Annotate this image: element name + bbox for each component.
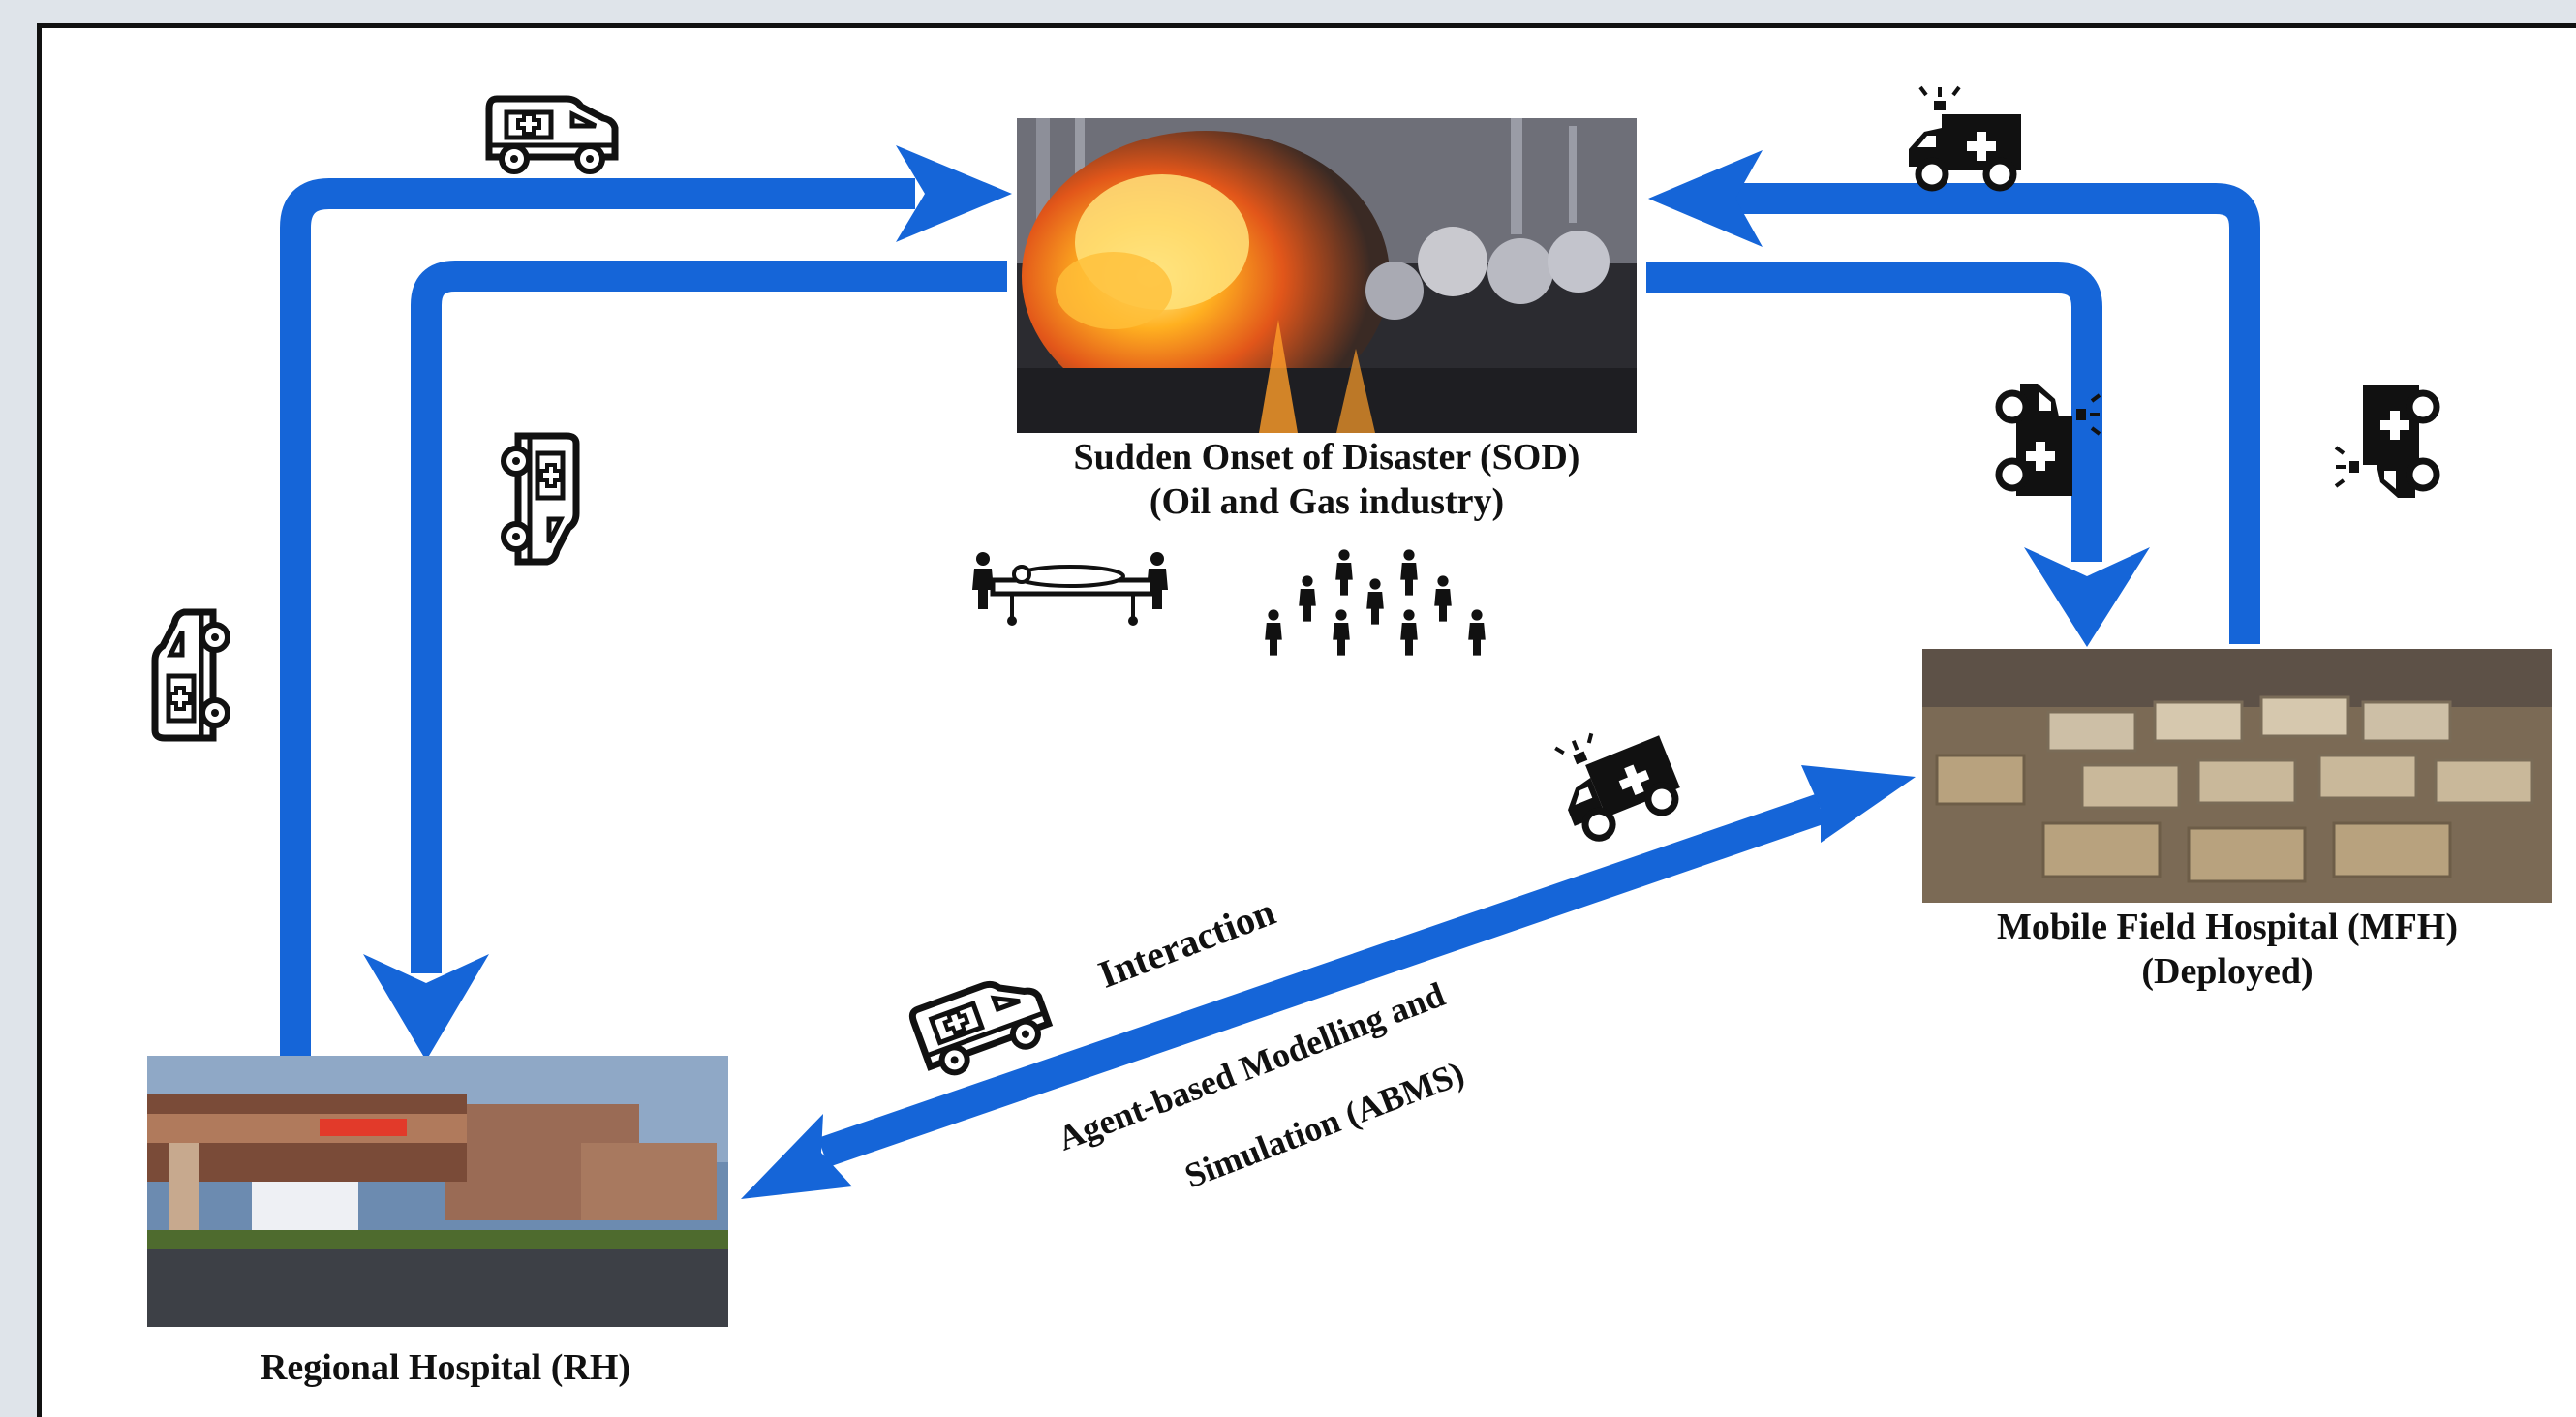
mfh-label: Mobile Field Hospital (MFH) (Deployed) <box>1888 906 2566 994</box>
stretcher-bearers-icon <box>972 552 1168 626</box>
arrow-sod-to-rh <box>411 261 1007 973</box>
regional-hospital-photo <box>147 1056 728 1327</box>
ambulance-icon <box>910 970 1054 1081</box>
ambulance-icon <box>155 612 228 738</box>
arrowhead-rh-diag <box>741 1114 852 1199</box>
arrowhead-mfh-down <box>2024 547 2150 647</box>
field-hospital-camp-photo <box>1922 649 2552 903</box>
mfh-title: Mobile Field Hospital (MFH) <box>1996 907 2458 947</box>
rh-label: Regional Hospital (RH) <box>136 1346 755 1391</box>
flow-arrows <box>280 178 2260 1168</box>
arrow-heads <box>363 145 2150 1199</box>
arrowhead-sod-right <box>1648 150 1763 247</box>
emergency-ambulance-icon <box>1545 710 1687 846</box>
ambulance-icon <box>489 99 615 171</box>
arrowhead-mfh-diag <box>1801 765 1916 843</box>
rh-title: Regional Hospital (RH) <box>260 1347 631 1388</box>
emergency-ambulance-icon <box>1909 87 2021 188</box>
arrowhead-sod-left <box>896 145 1012 242</box>
arrow-sod-to-mfh <box>1646 262 2102 562</box>
oil-gas-fire-photo <box>1017 118 1637 433</box>
emergency-ambulance-icon <box>2336 385 2437 498</box>
arrow-mfh-to-sod <box>1733 183 2260 644</box>
sod-label: Sudden Onset of Disaster (SOD) (Oil and … <box>930 436 1724 524</box>
arrow-rh-to-sod <box>280 178 915 1061</box>
sod-title: Sudden Onset of Disaster (SOD) <box>1073 437 1580 477</box>
ambulance-icon <box>504 436 576 562</box>
mfh-subtitle: (Deployed) <box>2141 950 2314 992</box>
crowd-icon <box>1265 549 1486 656</box>
arrow-rh-mfh <box>817 793 1826 1168</box>
sod-subtitle: (Oil and Gas industry) <box>1149 480 1505 522</box>
arrowhead-rh-down <box>363 954 489 1061</box>
